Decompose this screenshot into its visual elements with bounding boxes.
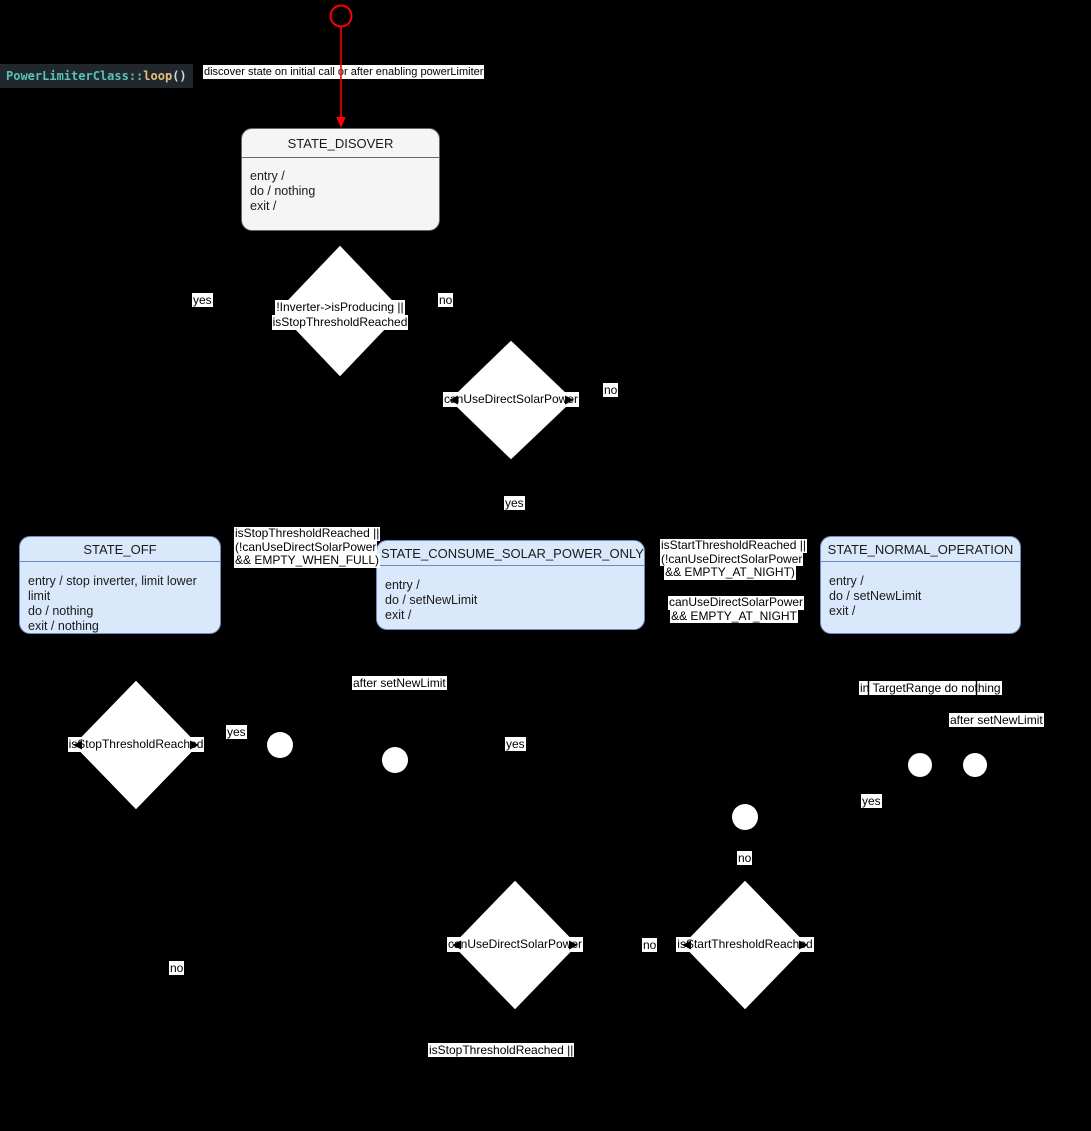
state-entry-line: entry / bbox=[250, 169, 285, 183]
decision-label-stop-threshold: isStopThresholdReached bbox=[67, 737, 205, 752]
annotation-in-target-range: in TargetRange do nothing bbox=[859, 681, 1002, 695]
state-box-discover: STATE_DISOVER entry / do / nothing exit … bbox=[241, 128, 440, 231]
junction-node-mid-left bbox=[382, 747, 408, 773]
guard-solar-night-transition: canUseDirectSolarPower && EMPTY_AT_NIGHT bbox=[668, 595, 805, 623]
branch-no-mid-junction: no bbox=[737, 851, 753, 865]
branch-yes-stop-left: yes bbox=[226, 725, 247, 739]
code-caption: PowerLimiterClass::loop() bbox=[0, 64, 193, 88]
code-scope-operator: :: bbox=[128, 69, 144, 83]
state-do-line: do / setNewLimit bbox=[385, 593, 478, 607]
state-do-line: do / nothing bbox=[28, 604, 94, 618]
decision-label-start-threshold: isStartThresholdReached bbox=[676, 937, 814, 952]
state-title: STATE_NORMAL_OPERATION bbox=[821, 537, 1020, 562]
state-exit-line: exit / nothing bbox=[28, 619, 99, 633]
initial-transition-arrowhead bbox=[336, 117, 346, 128]
state-exit-line: exit / bbox=[829, 604, 856, 618]
branch-yes-mid: yes bbox=[505, 737, 526, 751]
annotation-discover-state: discover state on initial call or after … bbox=[203, 65, 485, 79]
branch-yes-producing: yes bbox=[192, 293, 213, 307]
state-entry-line: entry / bbox=[829, 574, 864, 588]
state-entry-line: entry / stop inverter, limit lower limit bbox=[28, 574, 197, 603]
branch-no-solar-top: no bbox=[603, 383, 619, 397]
state-exit-line: exit / bbox=[385, 608, 412, 622]
decision-label-producing: !Inverter->isProducing || isStopThreshol… bbox=[271, 300, 409, 330]
junction-node-right-a bbox=[908, 753, 932, 777]
branch-no-between-bottom: no bbox=[642, 938, 658, 952]
code-parens: () bbox=[172, 69, 187, 83]
state-title: STATE_CONSUME_SOLAR_POWER_ONLY bbox=[377, 541, 644, 566]
initial-state-icon bbox=[329, 4, 353, 28]
junction-node-mid bbox=[732, 804, 758, 830]
decision-label-can-use-solar-top: canUseDirectSolarPower bbox=[442, 392, 580, 407]
state-title: STATE_DISOVER bbox=[242, 129, 439, 158]
decision-label-can-use-solar-bottom: canUseDirectSolarPower bbox=[446, 937, 584, 952]
state-entry-line: entry / bbox=[385, 578, 420, 592]
state-title: STATE_OFF bbox=[20, 537, 220, 562]
branch-yes-solar-top: yes bbox=[504, 496, 525, 510]
guard-off-transition: isStopThresholdReached || (!canUseDirect… bbox=[234, 526, 381, 568]
state-exit-line: exit / bbox=[250, 199, 277, 213]
junction-node-left bbox=[267, 732, 293, 758]
state-box-consume-solar: STATE_CONSUME_SOLAR_POWER_ONLY entry / d… bbox=[376, 540, 645, 630]
code-method-name: loop bbox=[143, 69, 173, 83]
annotation-stop-threshold-bottom: isStopThresholdReached || bbox=[428, 1043, 575, 1057]
state-do-line: do / nothing bbox=[250, 184, 316, 198]
junction-node-right-b bbox=[963, 753, 987, 777]
branch-no-producing: no bbox=[438, 293, 454, 307]
state-do-line: do / setNewLimit bbox=[829, 589, 922, 603]
state-box-off: STATE_OFF entry / stop inverter, limit l… bbox=[19, 536, 221, 634]
annotation-after-setnewlimit-left: after setNewLimit bbox=[352, 676, 447, 690]
code-class-name: PowerLimiterClass bbox=[6, 69, 129, 83]
state-box-normal-operation: STATE_NORMAL_OPERATION entry / do / setN… bbox=[820, 536, 1021, 634]
branch-yes-right: yes bbox=[861, 794, 882, 808]
branch-no-bottom-left: no bbox=[169, 961, 185, 975]
guard-night-transition: isStartThresholdReached || (!canUseDirec… bbox=[660, 538, 807, 580]
annotation-after-setnewlimit-right: after setNewLimit bbox=[949, 713, 1044, 727]
